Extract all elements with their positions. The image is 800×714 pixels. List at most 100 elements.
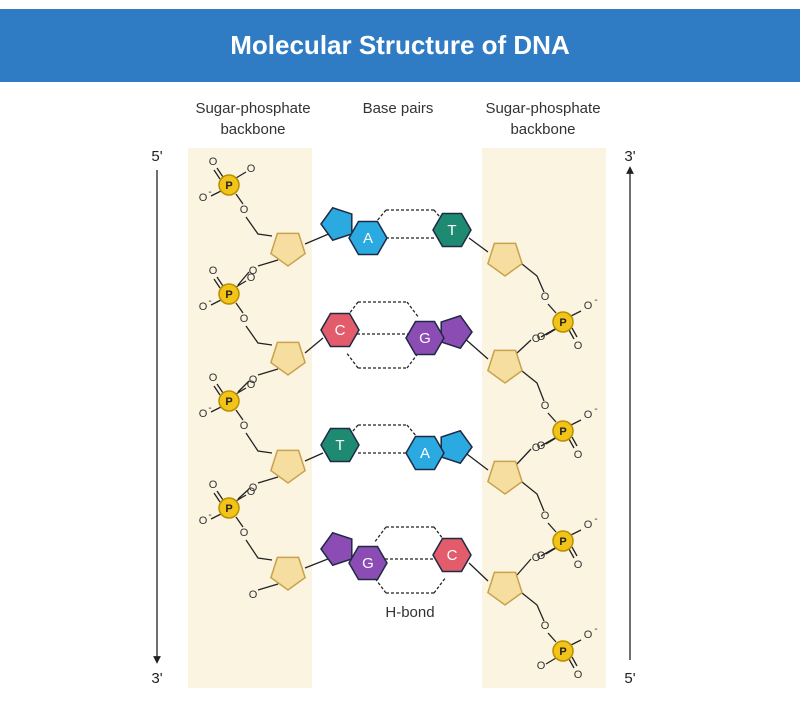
base-pair-3-right-base-ring — [440, 429, 473, 465]
base-pair-1-right-glycosidic-bond — [468, 237, 489, 253]
right-nucleotide-2-link-oxygen: O — [532, 442, 541, 454]
right-phosphate-4-label: P — [559, 646, 566, 658]
left-nucleotide-3-bond-sugar-o — [257, 476, 279, 484]
right-nucleotide-3-link-oxygen: O — [532, 552, 541, 564]
right-phosphate-4-circle — [552, 640, 574, 662]
left-nucleotide-2-link-oxygen: O — [249, 374, 258, 386]
right-sugar-1 — [487, 242, 523, 277]
right-phosphate-2-label: P — [559, 426, 566, 438]
left-phosphate-4-oxygen-1: O — [209, 479, 218, 491]
right-phosphate-2-oxygen-3: O — [537, 440, 546, 452]
left-phosphate-2-oxygen-3: O — [199, 301, 208, 313]
base-pair-1-right-base-label: T — [447, 222, 456, 239]
right-phosphate-1-oxygen-1: O — [584, 300, 593, 312]
right-phosphate-3-oxygen-1: O — [584, 519, 593, 531]
base-pair-2-right-base-label: G — [419, 330, 431, 347]
base-pair-2-hbond-end-2 — [345, 351, 359, 369]
right-phosphate-3-bond-o2a — [568, 548, 575, 559]
left-phosphate-2-bond-o3 — [210, 299, 222, 306]
base-pair-2-left-glycosidic-bond — [304, 337, 324, 354]
left-phosphate-4-bond-o1a — [216, 490, 224, 501]
left-nucleotide-1-bond-o-nextp — [237, 271, 250, 286]
base-pair-4-right-base-label: C — [447, 547, 458, 564]
right-nucleotide-4-ester-oxygen: O — [541, 620, 550, 632]
right-backbone-label: Sugar-phosphate backbone — [468, 98, 618, 140]
right-nucleotide-2-ester-oxygen: O — [541, 400, 550, 412]
left-phosphate-2-charge: - — [208, 296, 211, 307]
left-sugar-3 — [270, 449, 306, 484]
right-phosphate-2-bond-o2b — [571, 436, 578, 447]
left-phosphate-3-bond-o2 — [235, 387, 247, 395]
base-pair-2-right-base — [405, 320, 445, 356]
right-nucleotide-2-bond-sugar-o — [521, 370, 545, 402]
right-phosphate-1-bond-o2b — [571, 327, 578, 338]
base-pair-2-left-base-label: C — [335, 322, 346, 339]
left-nucleotide-1-bond-sugar-o — [257, 259, 279, 267]
base-pair-3-left-base-label: T — [335, 437, 344, 454]
right-nucleotide-1-bond-sugar-o — [521, 263, 545, 293]
left-nucleotide-2-ester-oxygen: O — [240, 313, 249, 325]
right-phosphate-3-charge: - — [594, 514, 597, 525]
title-banner: Molecular Structure of DNA — [0, 9, 800, 82]
right-phosphate-2-bond-o2a — [568, 438, 575, 449]
left-backbone-label-line1: Sugar-phosphate — [195, 100, 311, 117]
left-phosphate-3-circle — [218, 390, 240, 412]
right-nucleotide-2-bond-o-nextsugar — [516, 448, 532, 465]
right-nucleotide-1-bond-o-p — [547, 303, 557, 314]
base-pair-3-left-glycosidic-bond — [304, 452, 324, 462]
right-nucleotide-2-bond-o-p — [547, 412, 557, 423]
left-phosphate-1-bond-o2 — [235, 171, 247, 179]
left-nucleotide-3-bond-o-sugar — [245, 432, 273, 454]
left-phosphate-1-charge: - — [208, 187, 211, 198]
left-phosphate-3-oxygen-3: O — [199, 408, 208, 420]
base-pair-2-hbond-end-3 — [406, 301, 420, 319]
right-backbone-label-line1: Sugar-phosphate — [485, 100, 601, 117]
base-pair-1-hbond-end-1 — [375, 209, 387, 223]
right-nucleotide-3-bond-sugar-o — [521, 481, 545, 512]
left-phosphate-1-oxygen-2: O — [247, 163, 256, 175]
left-phosphate-4-oxygen-3: O — [199, 515, 208, 527]
right-nucleotide-4-bond-sugar-o — [521, 592, 545, 622]
left-nucleotide-3-bond-p-o — [235, 409, 244, 421]
left-phosphate-2-bond-o2 — [235, 280, 247, 288]
base-pair-1-hbond-end-2 — [433, 209, 445, 223]
right-phosphate-3-bond-o3 — [545, 547, 557, 555]
right-sugar-4 — [487, 571, 523, 606]
base-pair-4-right-glycosidic-bond — [468, 562, 489, 582]
right-phosphate-1-label: P — [559, 317, 566, 329]
base-pair-4-hbond-end-4 — [433, 576, 447, 594]
left-phosphate-1-bond-o1b — [213, 169, 221, 180]
left-nucleotide-4-bond-p-o — [235, 516, 244, 528]
base-pair-4-left-base-label: G — [362, 555, 374, 572]
base-pair-1-right-base — [432, 212, 472, 248]
base-pair-3-hbond-end-2 — [406, 424, 418, 438]
left-phosphate-2-oxygen-1: O — [209, 265, 218, 277]
left-backbone-label: Sugar-phosphate backbone — [178, 98, 328, 140]
right-phosphate-1-oxygen-3: O — [537, 331, 546, 343]
base-pair-3-hbond-end-1 — [347, 424, 359, 438]
left-phosphate-2-oxygen-2: O — [247, 272, 256, 284]
right-phosphate-1-bond-o3 — [545, 328, 557, 336]
left-phosphate-1-oxygen-1: O — [209, 156, 218, 168]
right-phosphate-4-bond-o2a — [568, 658, 575, 669]
base-pair-4-left-base — [348, 545, 388, 581]
right-phosphate-4-bond-o2b — [571, 656, 578, 667]
right-phosphate-4-oxygen-1: O — [584, 629, 593, 641]
right-phosphate-2-oxygen-2: O — [574, 449, 583, 461]
right-phosphate-1-circle — [552, 311, 574, 333]
right-phosphate-3-oxygen-3: O — [537, 550, 546, 562]
left-nucleotide-4-link-oxygen: O — [249, 589, 258, 601]
left-phosphate-4-label: P — [225, 503, 232, 515]
left-phosphate-3-charge: - — [208, 403, 211, 414]
right-phosphate-2-oxygen-1: O — [584, 409, 593, 421]
left-nucleotide-1-link-oxygen: O — [249, 265, 258, 277]
right-sugar-3 — [487, 460, 523, 495]
left-phosphate-3-bond-o3 — [210, 406, 222, 413]
left-nucleotide-2-bond-sugar-o — [257, 368, 279, 376]
left-phosphate-2-label: P — [225, 289, 232, 301]
left-nucleotide-3-ester-oxygen: O — [240, 420, 249, 432]
base-pairs-label: Base pairs — [338, 98, 458, 119]
left-phosphate-4-bond-o2 — [235, 494, 247, 502]
right-phosphate-4-bond-o3 — [545, 657, 557, 665]
